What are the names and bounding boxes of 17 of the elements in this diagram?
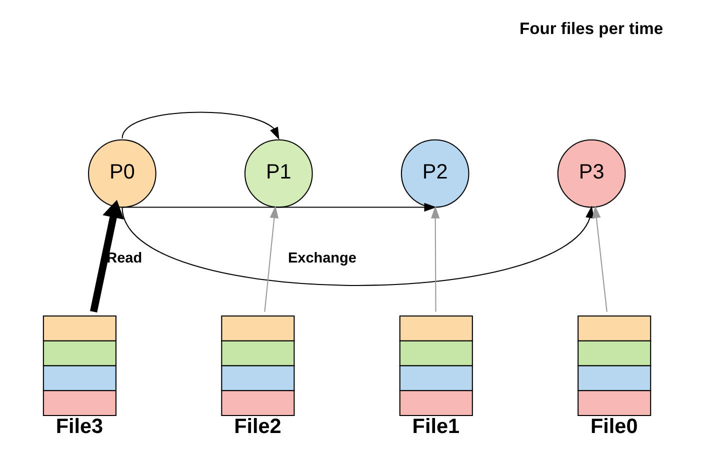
node-circle: P3 [556,139,626,208]
node-label: File2 [234,415,281,438]
node-label: File1 [412,415,460,438]
label: Four files per time [519,18,663,38]
arrow [90,200,124,313]
node-label: File0 [590,415,638,438]
node-circle: P0 [87,139,156,208]
edge-label: Exchange [287,250,356,266]
node-circle: P2 [400,139,469,208]
node-circle: P1 [244,139,312,208]
arrow [264,206,278,312]
arrow [430,206,440,312]
node-label: File3 [55,415,103,438]
arrow [122,202,436,212]
arrow [121,206,594,286]
arrow [121,112,279,140]
arrow [592,206,607,312]
